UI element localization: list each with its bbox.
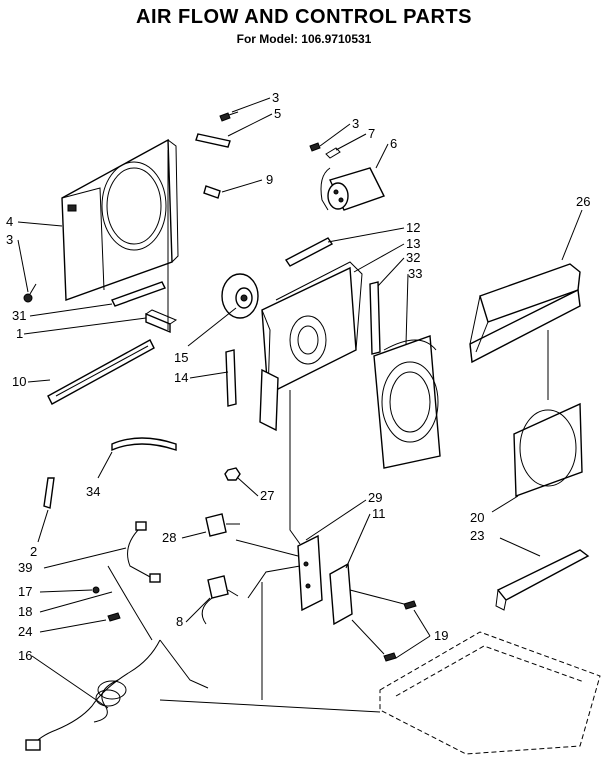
callout-24: 24 xyxy=(18,624,32,639)
page-title: AIR FLOW AND CONTROL PARTS xyxy=(136,6,472,28)
part-23-channel xyxy=(495,549,590,611)
callout-12: 12 xyxy=(406,220,420,235)
callout-7: 7 xyxy=(368,126,375,141)
callout-11: 11 xyxy=(372,506,386,521)
part-39-wire-harness xyxy=(127,521,161,583)
callout-14: 14 xyxy=(174,370,188,385)
callout-5: 5 xyxy=(274,106,281,121)
part-19-screw-upper xyxy=(403,600,417,610)
callout-32: 32 xyxy=(406,250,420,265)
part-28-switch xyxy=(205,513,240,537)
callout-26: 26 xyxy=(576,194,590,209)
leader-lines xyxy=(17,97,583,709)
part-32-strip xyxy=(369,281,381,355)
part-20-orifice-panel xyxy=(513,402,583,497)
callout-27: 27 xyxy=(260,488,274,503)
part-31-strip xyxy=(111,281,166,307)
part-17-screw xyxy=(92,586,100,594)
part-3-screw-capacitor xyxy=(309,142,321,152)
assembly-lines xyxy=(159,150,549,713)
callout-3-screw: 3 xyxy=(272,90,279,105)
callout-2: 2 xyxy=(30,544,37,559)
part-12-bar xyxy=(284,237,334,267)
part-3-screw-left xyxy=(23,283,37,303)
part-2-piece xyxy=(43,477,55,509)
callout-16: 16 xyxy=(18,648,32,663)
model-subtitle: For Model: 106.9710531 xyxy=(236,32,372,46)
callout-28: 28 xyxy=(162,530,176,545)
part-9-clip xyxy=(203,185,221,199)
part-24-screw xyxy=(107,612,121,622)
part-5-bracket xyxy=(195,133,231,148)
callout-9: 9 xyxy=(266,172,273,187)
part-19-screw-lower xyxy=(383,652,397,662)
callout-20: 20 xyxy=(470,510,484,525)
part-4-front-panel xyxy=(61,138,179,301)
callout-15: 15 xyxy=(174,350,188,365)
part-14-strip xyxy=(225,349,237,407)
callout-13: 13 xyxy=(406,236,420,251)
callout-10: 10 xyxy=(12,374,26,389)
base-pan-dashed xyxy=(379,631,601,755)
callout-23: 23 xyxy=(470,528,484,543)
callout-29: 29 xyxy=(368,490,382,505)
callout-4: 4 xyxy=(6,214,13,229)
part-18-wire xyxy=(107,565,153,641)
part-29-control-bracket xyxy=(297,534,353,626)
part-7-strap xyxy=(325,147,341,159)
callout-17: 17 xyxy=(18,584,32,599)
part-3-screw-top xyxy=(219,111,239,122)
callout-3-left-screw: 3 xyxy=(6,232,13,247)
part-27-nut xyxy=(224,467,241,481)
callout-6: 6 xyxy=(390,136,397,151)
part-1-block xyxy=(145,309,178,334)
callout-33: 33 xyxy=(408,266,422,281)
callout-31: 31 xyxy=(12,308,26,323)
callout-1: 1 xyxy=(16,326,23,341)
callout-34: 34 xyxy=(86,484,100,499)
part-15-fan-hub xyxy=(221,273,259,319)
part-6-capacitor xyxy=(320,167,385,211)
part-8-thermostat xyxy=(201,575,239,625)
part-33-blower-housing xyxy=(373,335,441,469)
callout-19: 19 xyxy=(434,628,448,643)
part-26-air-duct xyxy=(469,263,581,364)
part-16-power-cord xyxy=(25,639,209,751)
callout-39: 39 xyxy=(18,560,32,575)
part-10-strip xyxy=(47,339,155,405)
part-34-tube xyxy=(111,437,177,452)
part-13-bulkhead xyxy=(259,261,363,432)
callout-18: 18 xyxy=(18,604,32,619)
callout-labels: 3 5 3 7 6 9 4 3 12 13 32 33 26 31 1 10 1… xyxy=(6,90,590,663)
callout-8: 8 xyxy=(176,614,183,629)
callout-3-capacitor-screw: 3 xyxy=(352,116,359,131)
